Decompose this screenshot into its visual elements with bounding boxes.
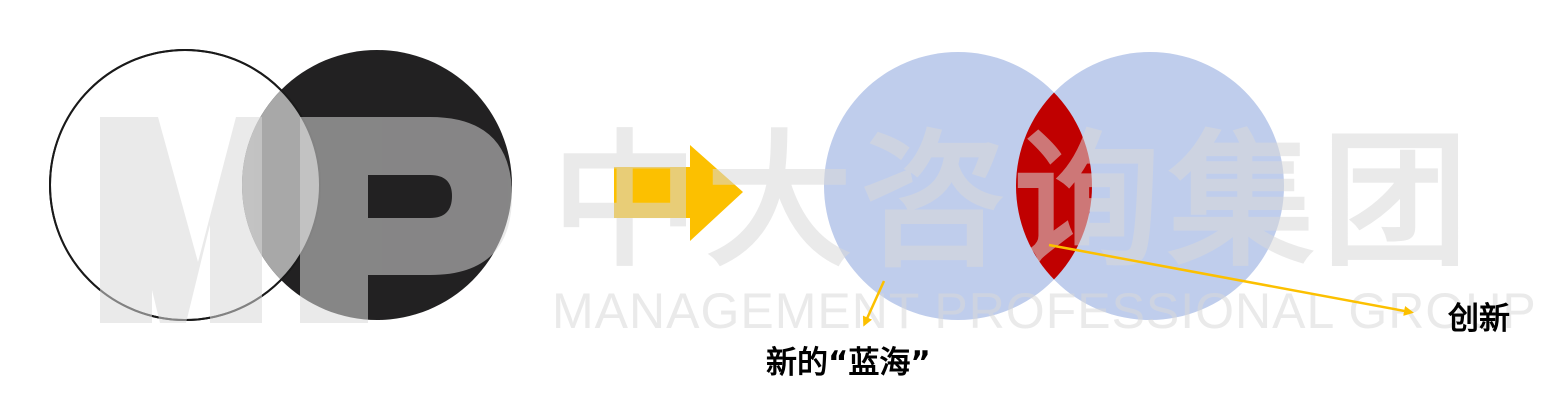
blue-ocean-circle-left [824, 52, 1092, 320]
transformation-arrow [614, 145, 743, 241]
innovation-pointer-arrow [1048, 243, 1414, 316]
innovation-label: 创新 [1447, 301, 1510, 337]
mp-logo [100, 117, 512, 323]
watermark-company-en: MANAGEMENT PROFESSIONAL GROUP [552, 283, 1537, 339]
right-venn [824, 52, 1284, 320]
new-blue-ocean-label: 新的“蓝海” [766, 345, 931, 381]
watermark: 中大咨询集团 MANAGEMENT PROFESSIONAL GROUP [100, 117, 1537, 339]
watermark-company-cn: 中大咨询集团 [552, 117, 1476, 287]
blue-ocean-pointer-arrow [862, 280, 886, 327]
blue-ocean-circle-right [1016, 52, 1284, 320]
